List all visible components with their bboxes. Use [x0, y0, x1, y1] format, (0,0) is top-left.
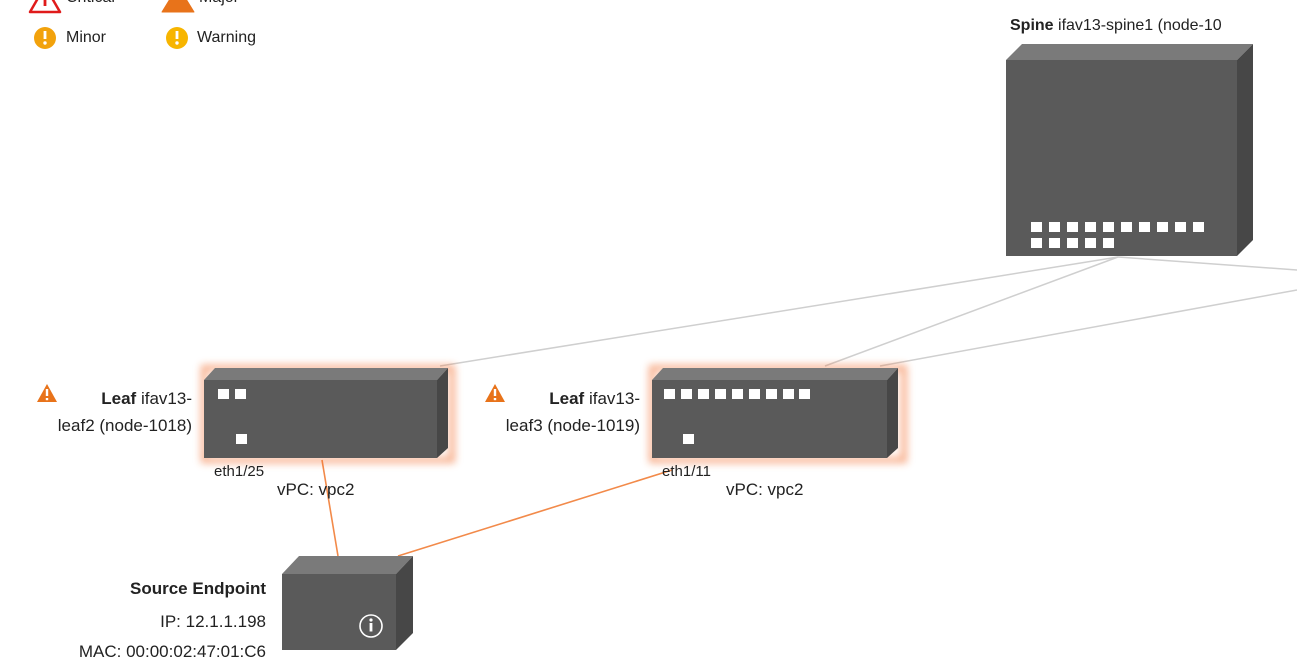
leaf2-port-label: eth1/25 — [214, 463, 265, 480]
spine-type-label: Spine — [1010, 17, 1054, 34]
legend-minor-label: Minor — [66, 29, 107, 46]
leaf3-label: Leaf ifav13- leaf3 (node-1019) — [440, 388, 640, 437]
leaf3-vpc-label: vPC: vpc2 — [726, 480, 804, 499]
warning-icon — [166, 27, 188, 49]
source-endpoint-ip: IP: 12.1.1.198 — [160, 612, 266, 631]
fabric-links — [439, 256, 1297, 367]
link-leaf3-endpoint[interactable] — [397, 469, 673, 557]
link-leaf2-endpoint[interactable] — [321, 459, 339, 557]
leaf3-name-line1: ifav13- — [588, 389, 640, 408]
critical-icon — [28, 0, 62, 14]
leaf3-type-label: Leaf — [549, 389, 585, 408]
source-endpoint-mac: MAC: 00:00:02:47:01:C6 — [78, 642, 266, 661]
minor-icon — [34, 27, 56, 49]
endpoint-links — [321, 459, 673, 557]
link-spine-leaf3-b[interactable] — [879, 289, 1297, 367]
leaf3-name-line2: leaf3 (node-1019) — [505, 416, 640, 435]
leaf2-ports — [218, 389, 247, 444]
legend-major-label: Major — [199, 0, 239, 8]
link-spine-offscreen[interactable] — [1117, 256, 1297, 271]
source-endpoint-device[interactable] — [282, 556, 413, 650]
leaf3-ports — [664, 389, 810, 444]
leaf3-port-label: eth1/11 — [662, 463, 711, 480]
leaf2-major-fault-icon[interactable] — [37, 384, 57, 402]
leaf3-major-fault-icon[interactable] — [485, 384, 505, 402]
leaf2-vpc-label: vPC: vpc2 — [277, 480, 355, 499]
legend-critical-label: Critical — [66, 0, 115, 8]
spine-ports — [1031, 222, 1204, 248]
leaf2-name-line2: leaf2 (node-1018) — [57, 416, 192, 435]
leaf2-device[interactable] — [201, 365, 455, 463]
link-spine-leaf2[interactable] — [439, 256, 1119, 367]
leaf3-device[interactable] — [649, 365, 907, 463]
source-endpoint-title: Source Endpoint — [130, 579, 266, 598]
leaf2-label: Leaf ifav13- leaf2 (node-1018) — [0, 388, 192, 437]
spine-label: Spine ifav13-spine1 (node-10 — [1010, 15, 1222, 37]
leaf2-name-line1: ifav13- — [140, 389, 192, 408]
spine-name: ifav13-spine1 (node-10 — [1058, 17, 1222, 34]
legend-icons — [28, 0, 195, 49]
spine-device[interactable] — [1006, 44, 1253, 256]
major-icon — [161, 0, 195, 13]
link-spine-leaf3[interactable] — [824, 256, 1119, 367]
legend-warning-label: Warning — [197, 29, 256, 46]
leaf2-type-label: Leaf — [101, 389, 137, 408]
info-icon[interactable] — [359, 614, 383, 638]
